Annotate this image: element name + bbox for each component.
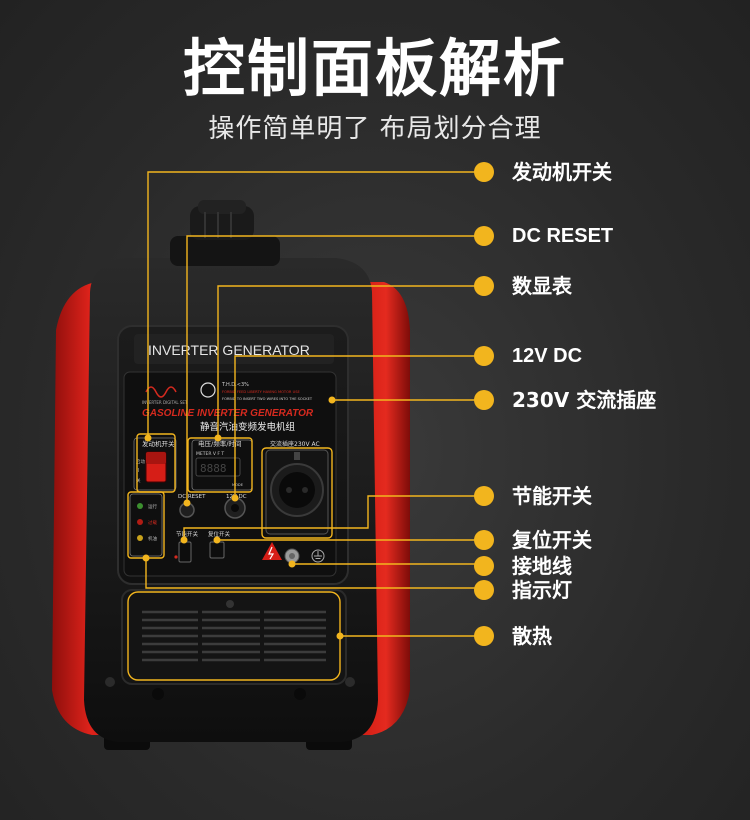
engine-switch-plate bbox=[133, 437, 177, 491]
svg-text:机油: 机油 bbox=[148, 535, 157, 542]
svg-text:8888: 8888 bbox=[200, 462, 227, 475]
cn-model-name: 静音汽油变频发电机组 bbox=[200, 421, 296, 433]
warning-line-1: FORBID FEED LIBERTY HAVING MOTOR USE bbox=[222, 390, 300, 394]
reset-switch bbox=[209, 541, 225, 559]
eco-caption: 节能开关 bbox=[176, 530, 199, 538]
eco-switch bbox=[178, 541, 192, 563]
indicator-overload bbox=[137, 519, 143, 525]
indicator-run bbox=[137, 503, 143, 509]
waveform-icon bbox=[145, 386, 177, 398]
callout-reset-switch: 复位开关 bbox=[512, 528, 592, 552]
digital-meter-display bbox=[195, 457, 241, 477]
callout-eco-switch: 节能开关 bbox=[512, 484, 592, 508]
ground-symbol-icon bbox=[311, 549, 325, 563]
page-subtitle: 操作简单明了 布局划分合理 bbox=[208, 114, 542, 144]
highlight-boxes bbox=[127, 433, 341, 681]
callout-digital-meter: 数显表 bbox=[512, 274, 572, 298]
svg-text:启动: 启动 bbox=[136, 458, 145, 465]
svg-text:过载: 过载 bbox=[148, 519, 157, 526]
warning-line-2: FORBID TO INSERT TWO WIRES INTO THE SOCK… bbox=[222, 397, 313, 401]
callout-lines bbox=[145, 171, 484, 637]
meter-readout-label: METER V F T bbox=[196, 451, 224, 457]
brand-strip-text: INVERTER GENERATOR bbox=[148, 342, 310, 358]
callout-engine-switch: 发动机开关 bbox=[512, 160, 612, 184]
callout-origin-dots bbox=[142, 396, 344, 640]
callout-dc-reset: DC RESET bbox=[512, 225, 614, 247]
indicator-oil bbox=[137, 535, 143, 541]
callout-dc-12v: 12V DC bbox=[512, 345, 583, 367]
inverter-digital-text: INVERTER DIGITAL SET bbox=[142, 400, 188, 405]
ac-socket-caption: 交流插座230V AC bbox=[270, 440, 320, 448]
svg-text:运行: 运行 bbox=[148, 503, 157, 510]
top-neck bbox=[170, 236, 280, 266]
svg-text:关: 关 bbox=[136, 477, 141, 484]
reset-caption: 复位开关 bbox=[208, 530, 231, 538]
meter-mode-label: MODE bbox=[232, 483, 244, 487]
page-title: 控制面板解析 bbox=[182, 32, 567, 105]
callout-ac-socket: 230V 交流插座 bbox=[512, 388, 657, 412]
svg-text:I: I bbox=[138, 468, 139, 474]
callout-label-dots bbox=[474, 162, 494, 646]
warning-triangle-icon bbox=[262, 542, 282, 560]
callout-ground-wire: 接地线 bbox=[512, 554, 572, 578]
meter-caption: 电压/频率/时间 bbox=[198, 439, 241, 448]
callout-heat-vent: 散热 bbox=[512, 624, 552, 648]
callout-indicator-light: 指示灯 bbox=[512, 578, 572, 602]
engine-switch-caption: 发动机开关 bbox=[142, 439, 175, 448]
dc-reset-caption: DC RESET bbox=[178, 494, 206, 500]
vent-grille bbox=[142, 610, 326, 662]
brand-logo-icon bbox=[200, 382, 216, 398]
gasoline-text: GASOLINE INVERTER GENERATOR bbox=[142, 408, 314, 419]
